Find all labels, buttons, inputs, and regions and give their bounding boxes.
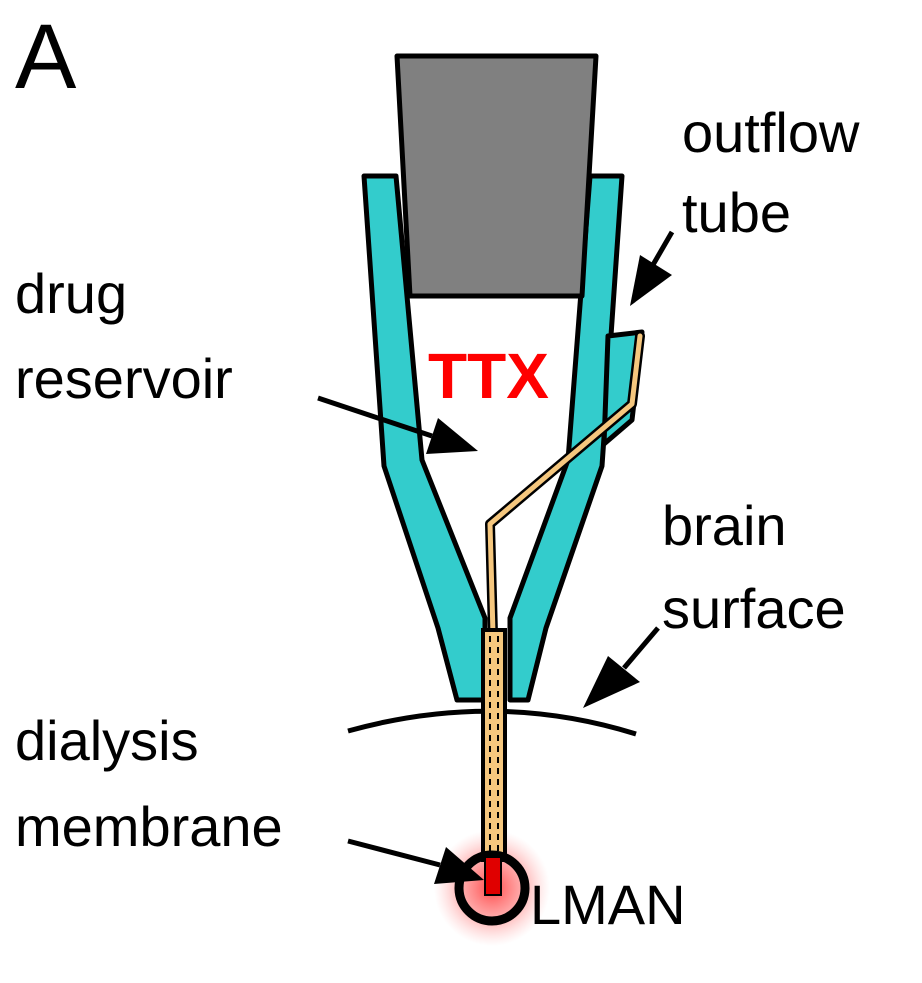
label-lman: LMAN	[530, 873, 686, 936]
label-surface: surface	[662, 577, 846, 640]
label-dialysis: dialysis	[15, 709, 199, 772]
arrow-outflow-tube	[630, 230, 675, 306]
label-ttx: TTX	[428, 340, 549, 412]
lman-target-circle	[454, 850, 530, 926]
arrow-drug-reservoir	[317, 395, 478, 454]
dialysis-membrane-tip	[484, 856, 502, 896]
arrow-dialysis-membrane	[347, 838, 484, 884]
dialysis-probe	[481, 628, 507, 862]
label-drug: drug	[15, 262, 127, 325]
label-membrane: membrane	[15, 795, 283, 858]
piston	[394, 53, 599, 299]
arrow-brain-surface	[583, 626, 660, 708]
label-reservoir: reservoir	[15, 347, 233, 410]
panel-label: A	[15, 6, 77, 108]
label-brain: brain	[662, 494, 787, 557]
label-tube: tube	[682, 181, 791, 244]
label-outflow: outflow	[682, 101, 860, 164]
